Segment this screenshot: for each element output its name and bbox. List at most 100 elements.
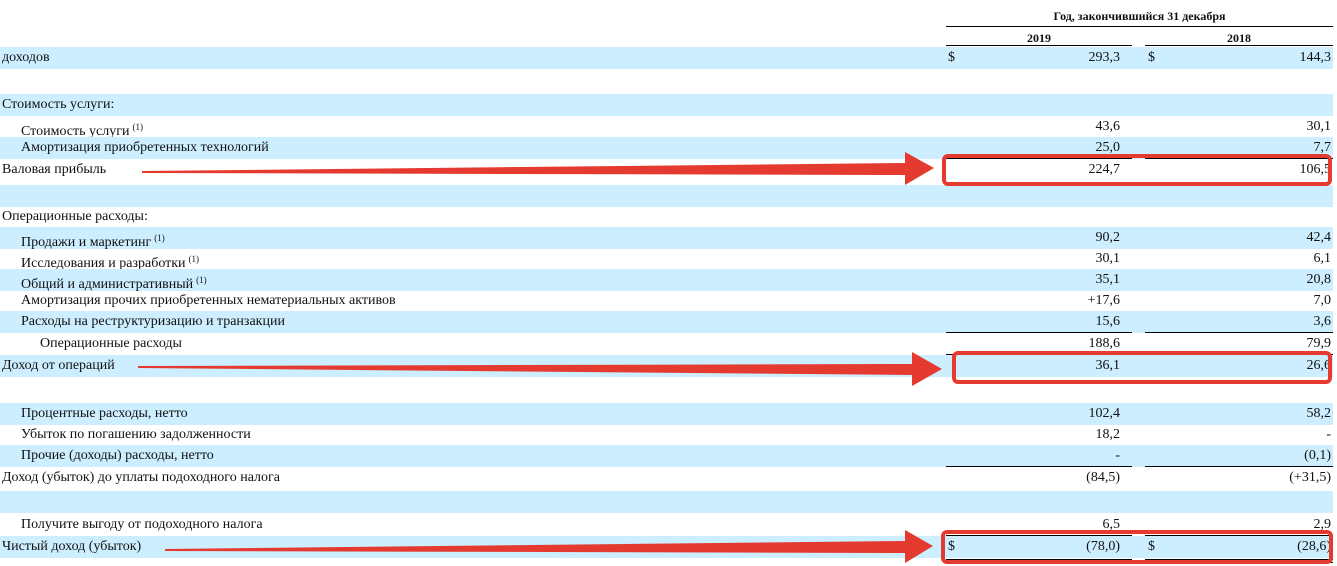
value-2018: 79,9 bbox=[1306, 336, 1332, 351]
row-label: Стоимость услуги(1) bbox=[21, 122, 143, 139]
value-2019: 36,1 bbox=[1095, 358, 1121, 373]
table-row: Амортизация прочих приобретенных нематер… bbox=[0, 290, 1333, 312]
footnote-marker: (1) bbox=[196, 275, 207, 285]
row-label: Процентные расходы, нетто bbox=[21, 406, 188, 421]
value-2019: 35,1 bbox=[1095, 272, 1121, 287]
value-2019: 18,2 bbox=[1095, 427, 1121, 442]
value-2018: 3,6 bbox=[1313, 314, 1332, 329]
value-2019: (84,5) bbox=[1086, 470, 1120, 485]
subtotal-rule bbox=[1145, 466, 1333, 467]
table-row: Операционные расходы: bbox=[0, 206, 1333, 228]
currency-sign: $ bbox=[948, 539, 955, 554]
subtotal-rule bbox=[946, 466, 1132, 467]
table-row: Валовая прибыль 224,7 106,5 bbox=[0, 159, 1333, 181]
section-heading: Операционные расходы: bbox=[2, 209, 148, 224]
table-row: Доход (убыток) до уплаты подоходного нал… bbox=[0, 467, 1333, 489]
row-label: Общий и административный(1) bbox=[21, 275, 207, 292]
row-label: Прочие (доходы) расходы, нетто bbox=[21, 448, 214, 463]
subtotal-rule bbox=[946, 535, 1132, 536]
value-2018: 26,6 bbox=[1306, 358, 1332, 373]
row-label: Амортизация прочих приобретенных нематер… bbox=[21, 293, 396, 308]
operating-income-highlight-box bbox=[952, 351, 1332, 384]
table-row: Амортизация приобретенных технологий 25,… bbox=[0, 137, 1333, 159]
value-2018: 2,9 bbox=[1313, 517, 1332, 532]
value-2018: 6,1 bbox=[1313, 251, 1332, 266]
arrow-gross-profit bbox=[142, 152, 934, 185]
value-2018: 42,4 bbox=[1306, 230, 1332, 245]
value-2019: (78,0) bbox=[1086, 539, 1120, 554]
value-2019: 43,6 bbox=[1095, 119, 1121, 134]
subtotal-rule bbox=[1145, 158, 1333, 159]
value-2019: 293,3 bbox=[1088, 50, 1121, 65]
currency-sign: $ bbox=[948, 50, 955, 65]
table-row: Стоимость услуги: bbox=[0, 94, 1333, 116]
value-2019: 30,1 bbox=[1095, 251, 1121, 266]
row-label: Доход от операций bbox=[2, 358, 115, 373]
row-label: Доход (убыток) до уплаты подоходного нал… bbox=[2, 470, 280, 485]
row-label: Получите выгоду от подоходного налога bbox=[21, 517, 263, 532]
subtotal-rule bbox=[1145, 535, 1333, 536]
subtotal-rule bbox=[946, 332, 1132, 333]
row-label: Чистый доход (убыток) bbox=[2, 539, 142, 554]
year-2018-header: 2018 bbox=[1227, 31, 1251, 45]
table-row: Исследования и разработки(1) 30,1 6,1 bbox=[0, 248, 1333, 271]
table-row: Прочие (доходы) расходы, нетто - (0,1) bbox=[0, 445, 1333, 467]
value-2018: 106,5 bbox=[1299, 162, 1332, 177]
total-double-rule bbox=[946, 559, 1132, 560]
table-row: Операционные расходы 188,6 79,9 bbox=[0, 333, 1333, 355]
row-label: Расходы на реструктуризацию и транзакции bbox=[21, 314, 285, 329]
footnote-marker: (1) bbox=[188, 254, 200, 264]
column-group-title: Год, закончившийся 31 декабря bbox=[1053, 9, 1226, 23]
currency-sign: $ bbox=[1148, 50, 1155, 65]
subtotal-rule bbox=[1145, 332, 1333, 333]
year-2019-header: 2019 bbox=[1027, 31, 1051, 45]
value-2018: 7,7 bbox=[1313, 140, 1332, 155]
row-label: доходов bbox=[2, 50, 50, 65]
value-2018: (0,1) bbox=[1304, 448, 1331, 463]
value-2019: 102,4 bbox=[1088, 406, 1121, 421]
value-2019: 6,5 bbox=[1102, 517, 1121, 532]
table-row: Процентные расходы, нетто 102,4 58,2 bbox=[0, 403, 1333, 425]
footnote-marker: (1) bbox=[154, 233, 165, 243]
value-2019: 224,7 bbox=[1088, 162, 1121, 177]
value-2018: 20,8 bbox=[1306, 272, 1332, 287]
total-double-rule bbox=[1145, 559, 1333, 560]
arrow-operating-income bbox=[138, 352, 942, 386]
value-2018: - bbox=[1326, 427, 1331, 442]
table-row: доходов $ 293,3 $ 144,3 bbox=[0, 47, 1333, 69]
subtotal-rule bbox=[946, 158, 1132, 159]
table-row: Общий и административный(1) 35,1 20,8 bbox=[0, 269, 1333, 292]
footnote-marker: (1) bbox=[132, 122, 143, 132]
section-heading: Стоимость услуги: bbox=[2, 97, 115, 112]
table-row: Стоимость услуги(1) 43,6 30,1 bbox=[0, 116, 1333, 139]
table-row: Получите выгоду от подоходного налога 6,… bbox=[0, 514, 1333, 536]
row-label: Исследования и разработки(1) bbox=[21, 254, 200, 271]
table-row: Расходы на реструктуризацию и транзакции… bbox=[0, 311, 1333, 333]
value-2018: 58,2 bbox=[1306, 406, 1332, 421]
year-2018-rule bbox=[1145, 45, 1333, 46]
value-2019: 15,6 bbox=[1095, 314, 1121, 329]
value-2018: (+31,5) bbox=[1289, 470, 1331, 485]
gross-profit-highlight-box bbox=[942, 154, 1332, 186]
value-2018: (28,6) bbox=[1297, 539, 1331, 554]
value-2019: - bbox=[1115, 448, 1120, 463]
value-2018: 30,1 bbox=[1306, 119, 1332, 134]
table-row: Убыток по погашению задолженности 18,2 - bbox=[0, 424, 1333, 446]
value-2019: 90,2 bbox=[1095, 230, 1121, 245]
arrow-net-income bbox=[165, 530, 933, 563]
table-row: Продажи и маркетинг(1) 90,2 42,4 bbox=[0, 227, 1333, 250]
value-2019: 25,0 bbox=[1095, 140, 1121, 155]
value-2019: +17,6 bbox=[1087, 293, 1120, 308]
row-label: Продажи и маркетинг(1) bbox=[21, 233, 165, 250]
value-2018: 144,3 bbox=[1299, 50, 1332, 65]
row-label: Амортизация приобретенных технологий bbox=[21, 140, 269, 155]
table-row bbox=[0, 491, 1333, 513]
header-rule bbox=[946, 26, 1333, 27]
table-row bbox=[0, 185, 1333, 207]
value-2019: 188,6 bbox=[1088, 336, 1121, 351]
net-income-highlight-box bbox=[941, 530, 1333, 564]
row-label: Валовая прибыль bbox=[2, 162, 107, 177]
row-label: Операционные расходы bbox=[40, 336, 182, 351]
